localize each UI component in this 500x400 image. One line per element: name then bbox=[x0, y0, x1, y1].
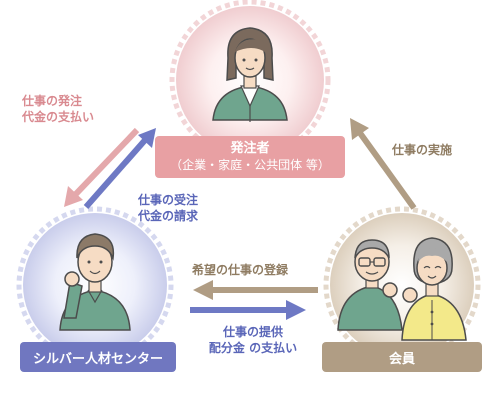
center-man-illustration bbox=[59, 233, 131, 331]
blue-arrow-request bbox=[83, 128, 156, 209]
tan-arrow-execution bbox=[350, 118, 417, 210]
client-box: 発注者 （企業・家庭・公共団体 等） bbox=[155, 136, 345, 178]
tan-arrow-registration bbox=[193, 280, 318, 300]
order-label: 仕事の発注 bbox=[22, 94, 83, 108]
provide-payment-label: 仕事の提供 配分金 の支払い bbox=[203, 324, 303, 356]
provide-label: 仕事の提供 bbox=[222, 325, 283, 339]
client-woman-illustration bbox=[212, 27, 288, 122]
center-name: シルバー人材センター bbox=[32, 351, 163, 367]
share-payment-label: 配分金 の支払い bbox=[208, 341, 298, 355]
receive-label: 仕事の受注 bbox=[138, 193, 199, 207]
order-payment-label: 仕事の発注 代金の支払い bbox=[22, 93, 94, 125]
request-label: 代金の請求 bbox=[138, 209, 199, 223]
blue-arrow-provide bbox=[190, 300, 306, 320]
execution-label: 仕事の実施 bbox=[392, 143, 453, 157]
client-subtitle: （企業・家庭・公共団体 等） bbox=[170, 158, 330, 172]
registration-label: 希望の仕事の登録 bbox=[192, 263, 289, 277]
member-name: 会員 bbox=[388, 351, 415, 367]
center-box: シルバー人材センター bbox=[20, 342, 176, 372]
pink-arrow-order bbox=[64, 127, 140, 207]
member-seniors-illustration bbox=[337, 237, 467, 341]
receive-request-label: 仕事の受注 代金の請求 bbox=[138, 192, 198, 224]
payment-label: 代金の支払い bbox=[22, 110, 95, 124]
member-box: 会員 bbox=[322, 342, 482, 372]
client-title: 発注者 bbox=[230, 141, 270, 156]
